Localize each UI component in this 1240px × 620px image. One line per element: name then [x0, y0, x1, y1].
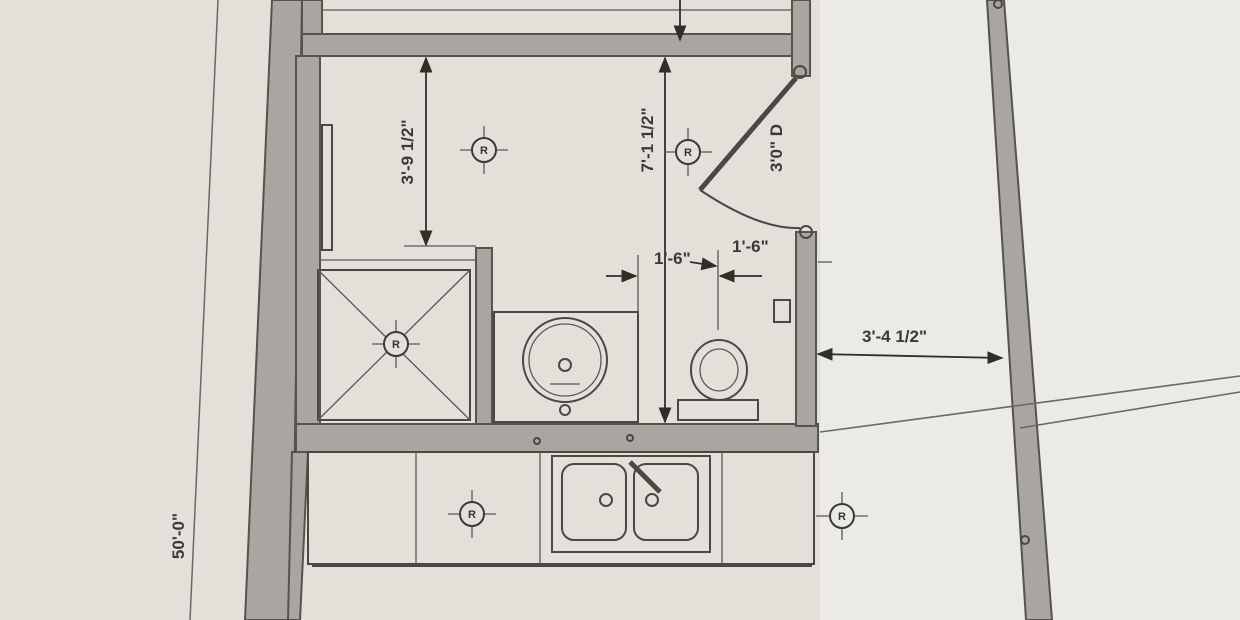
door-swing-arc — [699, 189, 801, 230]
reference-line-1 — [819, 375, 1240, 433]
top-left-post — [301, 0, 323, 35]
ref-marker-4: R — [448, 490, 496, 538]
toilet-bowl-outer — [690, 339, 748, 401]
wall-bolt-bottom — [1020, 535, 1030, 545]
ref-marker-5: R — [816, 492, 868, 540]
lavatory-sink-inner — [528, 323, 602, 397]
svg-text:R: R — [684, 147, 692, 159]
svg-text:R: R — [392, 339, 400, 351]
dim-door: 3'0" D — [767, 124, 786, 172]
bath-left-wall — [295, 55, 321, 427]
dim-line-side-width — [816, 347, 1004, 365]
kitchen-faucet — [628, 460, 662, 494]
wall-bolt-top — [993, 0, 1003, 9]
bath-right-wall — [795, 231, 817, 427]
bath-bottom-wall — [295, 423, 819, 453]
dim-left-height: 3'-9 1/2" — [398, 119, 417, 184]
lavatory-sink-outer — [522, 317, 608, 403]
kitchen-counter — [307, 451, 815, 565]
wall-niche — [321, 124, 333, 251]
outlet-2 — [626, 434, 634, 442]
drain-right — [645, 493, 659, 507]
sink-drain — [559, 404, 571, 416]
sink-faucet — [558, 358, 572, 372]
svg-text:R: R — [480, 145, 488, 157]
toilet-bowl-inner — [699, 348, 739, 392]
door-jamb-bottom — [799, 225, 813, 239]
dim-clearance-right: 1'-6" — [732, 237, 769, 256]
top-room-wall — [301, 33, 809, 57]
svg-text:R: R — [838, 511, 846, 523]
ref-marker-3: R — [372, 320, 420, 368]
shower-partition-wall — [475, 247, 493, 425]
vanity-cabinet — [493, 311, 639, 423]
shower-pan — [317, 269, 471, 421]
sink-basin-right — [633, 463, 699, 541]
double-sink-frame — [551, 455, 711, 553]
ref-marker-2: R — [664, 128, 712, 176]
overall-dimension-line — [189, 0, 219, 620]
reference-line-2 — [1019, 391, 1240, 429]
ref-marker-1: R — [460, 126, 508, 174]
door-leaf — [698, 76, 798, 192]
toilet-paper-holder — [773, 299, 791, 323]
dim-overall: 50'-0" — [169, 513, 188, 559]
outlet-1 — [533, 437, 541, 445]
dim-center-height: 7'-1 1/2" — [638, 107, 657, 172]
dim-line-clearance-mid — [689, 257, 718, 271]
svg-text:R: R — [468, 509, 476, 521]
far-right-wall — [985, 0, 1054, 620]
door-jamb-top — [793, 65, 807, 79]
sink-basin-left — [561, 463, 627, 541]
drain-left — [599, 493, 613, 507]
left-exterior-wall — [243, 0, 304, 620]
top-right-post — [791, 0, 811, 77]
dim-side-width: 3'-4 1/2" — [862, 327, 927, 346]
dim-clearance-left: 1'-6" — [654, 249, 691, 268]
